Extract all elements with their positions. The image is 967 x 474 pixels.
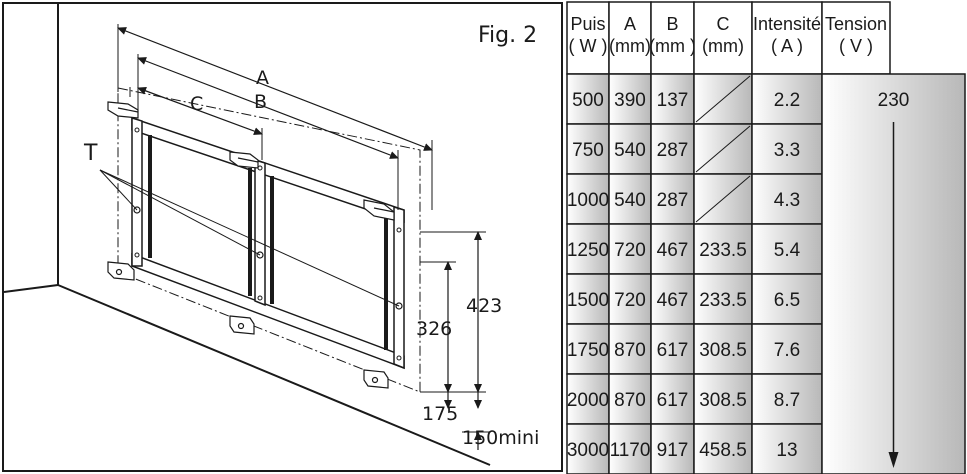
table-cell	[751, 373, 823, 425]
table-cell-text: 287	[657, 140, 689, 161]
tension-arrow-head	[888, 452, 899, 468]
table-cell-text: 540	[614, 190, 646, 211]
table-cell-text: 390	[614, 90, 646, 111]
table-header-cell	[821, 1, 891, 75]
t-label: T	[83, 141, 98, 166]
empty-cell-slash	[695, 175, 751, 223]
table-cell	[608, 173, 652, 225]
vertical-dimensions	[420, 231, 490, 450]
empty-cell-slash	[695, 125, 751, 173]
height-150-label: 150mini	[462, 427, 539, 449]
table-cell	[751, 423, 823, 474]
table-cell-text: 720	[614, 290, 646, 311]
figure-label: Fig. 2	[478, 23, 537, 48]
dimension-b-label: B	[254, 91, 267, 113]
table-cell	[751, 273, 823, 325]
table-cell-text: 870	[614, 340, 646, 361]
table-cell	[693, 273, 753, 325]
mounting-frame	[131, 116, 405, 370]
table-header-text: B	[666, 14, 678, 34]
dimension-a-label: A	[256, 67, 269, 89]
empty-cell-slash	[695, 75, 751, 123]
table-cell-text: 467	[657, 240, 689, 261]
wall-outline	[3, 4, 491, 466]
table-cell	[650, 73, 695, 125]
table-cell-text: 617	[657, 340, 689, 361]
tension-value: 230	[878, 90, 910, 111]
table-header-text: ( V )	[839, 36, 873, 56]
table-cell-text: 287	[657, 190, 689, 211]
specification-table: Puis( W )A(mm)B(mm )C(mm)Intensité( A )T…	[566, 1, 966, 474]
height-326-label: 326	[416, 318, 452, 340]
table-cell	[751, 173, 823, 225]
table-header-cell	[608, 1, 652, 75]
dimension-b-line	[137, 57, 399, 159]
table-cell-text: 308.5	[699, 340, 747, 361]
table-cell-text: 233.5	[699, 240, 747, 261]
table-header-text: Intensité	[753, 14, 821, 34]
dimension-c-line	[137, 87, 263, 135]
height-175-label: 175	[422, 403, 458, 425]
table-cell-text: 1750	[567, 340, 609, 361]
table-cell-text: 3000	[567, 440, 609, 461]
table-cell	[566, 323, 610, 375]
table-header-text: Puis	[570, 14, 605, 34]
table-cell	[751, 323, 823, 375]
table-cell-text: 4.3	[774, 190, 800, 211]
table-cell-text: 1250	[567, 240, 609, 261]
table-cell-text: 500	[572, 90, 604, 111]
table-cell-text: 3.3	[774, 140, 800, 161]
installation-diagram: Fig. 2 A B C T 423 326 175 150mini	[2, 2, 563, 472]
extension-lines	[117, 24, 433, 210]
table-cell-text: 917	[657, 440, 689, 461]
height-423-label: 423	[466, 295, 502, 317]
table-cell-text: 458.5	[699, 440, 747, 461]
table-cell-text: 6.5	[774, 290, 800, 311]
t-leader-lines	[99, 169, 400, 307]
table-cell-text: 7.6	[774, 340, 800, 361]
table-cell-text: 750	[572, 140, 604, 161]
table-header-text: (mm)	[702, 36, 744, 56]
table-cell-text: 137	[657, 90, 689, 111]
table-cell-text: 5.4	[774, 240, 801, 261]
table-cell-text: 8.7	[774, 390, 800, 411]
dimension-c-label: C	[190, 93, 203, 115]
table-header-text: Tension	[825, 14, 887, 34]
table-cell-text: 617	[657, 390, 689, 411]
table-cell-text: 870	[614, 390, 646, 411]
table-cell-text: 467	[657, 290, 689, 311]
table-header-text: ( A )	[771, 36, 803, 56]
diagram-frame	[2, 2, 563, 472]
table-cell	[566, 423, 610, 474]
table-header-text: (mm)	[609, 36, 651, 56]
table-cell	[693, 323, 753, 375]
table-header-cell	[650, 1, 695, 75]
table-cell	[608, 73, 652, 125]
table-cell	[693, 373, 753, 425]
table-cell	[566, 173, 610, 225]
table-cell-text: 720	[614, 240, 646, 261]
table-cell	[608, 373, 652, 425]
table-cell-text: 13	[776, 440, 797, 461]
table-header-text: A	[624, 14, 636, 34]
table-cell-text: 2000	[567, 390, 609, 411]
table-cell-text: 233.5	[699, 290, 747, 311]
table-header-text: C	[717, 14, 730, 34]
table-cell-text: 1000	[567, 190, 609, 211]
table-cell	[650, 423, 695, 474]
table-cell-text: 1500	[567, 290, 609, 311]
table-cell-text: 540	[614, 140, 646, 161]
table-cell	[608, 123, 652, 175]
table-cell-text: 308.5	[699, 390, 747, 411]
table-cell	[608, 423, 652, 474]
table-header-text: ( W )	[569, 36, 608, 56]
table-header-text: (mm )	[649, 36, 696, 56]
table-cell-text: 2.2	[774, 90, 800, 111]
bottom-brackets	[107, 261, 389, 389]
table-cell-text: 1170	[610, 440, 651, 461]
